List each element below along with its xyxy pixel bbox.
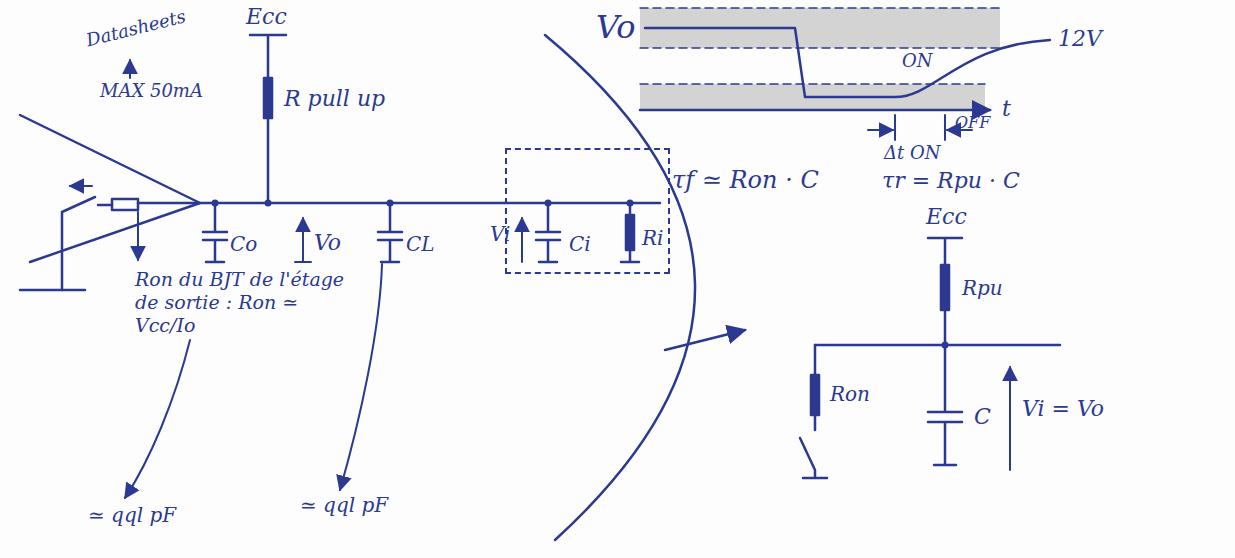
datasheet-pointer	[129, 60, 131, 78]
output-switch-part	[70, 185, 92, 187]
value-note: ≃ qql pF	[300, 493, 388, 517]
time-axis-part	[640, 109, 990, 112]
note-text: Datasheets	[84, 5, 188, 51]
value-note: ≃ qql pF	[88, 503, 176, 527]
junction-dots-part	[265, 200, 272, 207]
signal-name: Vi = Vo	[1022, 396, 1104, 422]
supply-label: Ecc	[246, 4, 287, 30]
capacitance-pointers-part	[340, 264, 382, 490]
output-switch-part	[98, 204, 112, 207]
ron-pointer-part	[137, 212, 139, 260]
equivalent-circuit-part	[928, 238, 962, 265]
capacitor-cl-part	[378, 203, 402, 262]
formula: τf ≃ Ron · C	[672, 166, 819, 195]
equivalent-circuit-part	[811, 375, 819, 415]
state-label: OFF	[955, 113, 990, 132]
separator-arc-part	[545, 35, 695, 540]
voltage-arrow-vi	[521, 218, 523, 262]
state-label: ON	[902, 50, 933, 72]
resistor-ri-part	[626, 215, 634, 250]
waveform-part	[645, 28, 1050, 97]
capacitor-ci	[536, 203, 560, 262]
output-buffer-triangle	[20, 115, 200, 262]
signal-name: Vo	[596, 8, 635, 46]
band-edges-part	[640, 8, 1000, 84]
note-text: MAX 50mA	[100, 80, 203, 102]
equivalent-circuit-part	[941, 265, 949, 310]
time-label: Δt ON	[884, 142, 940, 164]
capacitor-co-part	[203, 203, 227, 262]
voltage-arrow-vo	[295, 218, 311, 262]
voltage-arrow-vo-part	[295, 261, 311, 263]
resistor-ri-part	[621, 203, 639, 262]
pull-up-resistor-part	[267, 118, 270, 203]
capacitor-cl	[378, 203, 402, 262]
delta-t-marks-part	[895, 115, 945, 140]
capacitance-pointers	[125, 264, 382, 498]
voltage-level: 12V	[1058, 26, 1102, 52]
equivalent-arrow-part	[665, 330, 745, 350]
component-label: R pull up	[284, 86, 385, 112]
circuit-sketch-part	[20, 8, 1060, 540]
datasheet-pointer-part	[129, 60, 131, 78]
component-label: Co	[230, 232, 257, 256]
component-label: C	[974, 404, 991, 430]
output-switch-part	[62, 197, 95, 290]
input-stage-box: Ci Ri	[505, 148, 670, 274]
equivalent-circuit	[800, 238, 1060, 478]
separator-arc	[545, 35, 695, 540]
time-axis	[640, 109, 990, 112]
formula: τr = Rpu · C	[882, 168, 1020, 194]
output-switch	[20, 186, 138, 290]
signal-name: Vo	[314, 230, 341, 256]
voltage-arrow-vo-part	[302, 218, 304, 262]
equivalent-circuit-part	[815, 310, 1060, 345]
equivalent-arrow	[665, 330, 745, 350]
capacitor-co	[203, 203, 227, 262]
axis-label: t	[1002, 96, 1011, 122]
signal-name: Vi	[490, 222, 511, 246]
equivalent-circuit-part	[928, 345, 962, 465]
pull-up-resistor-part	[264, 78, 272, 118]
component-label: CL	[406, 232, 435, 256]
band-edges	[640, 8, 1000, 84]
note-text: Ron du BJT de l'étage de sortie : Ron ≃ …	[135, 268, 357, 336]
component-label: Ci	[569, 232, 591, 256]
junction-dots	[212, 200, 634, 207]
delta-t-marks-part	[868, 129, 893, 131]
equivalent-circuit-part	[800, 415, 827, 478]
component-label: Ri	[642, 226, 663, 250]
capacitor-ci-part	[536, 203, 560, 262]
equivalent-circuit-part	[1009, 367, 1011, 470]
component-label: Rpu	[962, 276, 1003, 300]
output-buffer-triangle-part	[20, 115, 200, 262]
voltage-arrow-vi-part	[521, 218, 523, 262]
capacitance-pointers-part	[125, 340, 190, 498]
waveform	[645, 28, 1050, 97]
equivalent-circuit-part	[814, 345, 817, 375]
resistor-ri	[621, 203, 639, 262]
component-label: Ron	[830, 382, 870, 406]
supply-label: Ecc	[926, 204, 967, 230]
output-switch-part	[112, 199, 138, 210]
output-switch-part	[20, 289, 85, 292]
pull-up-resistor	[250, 35, 286, 203]
ron-pointer	[137, 212, 139, 260]
pull-up-resistor-part	[250, 35, 286, 78]
logic-bands	[640, 8, 1000, 110]
